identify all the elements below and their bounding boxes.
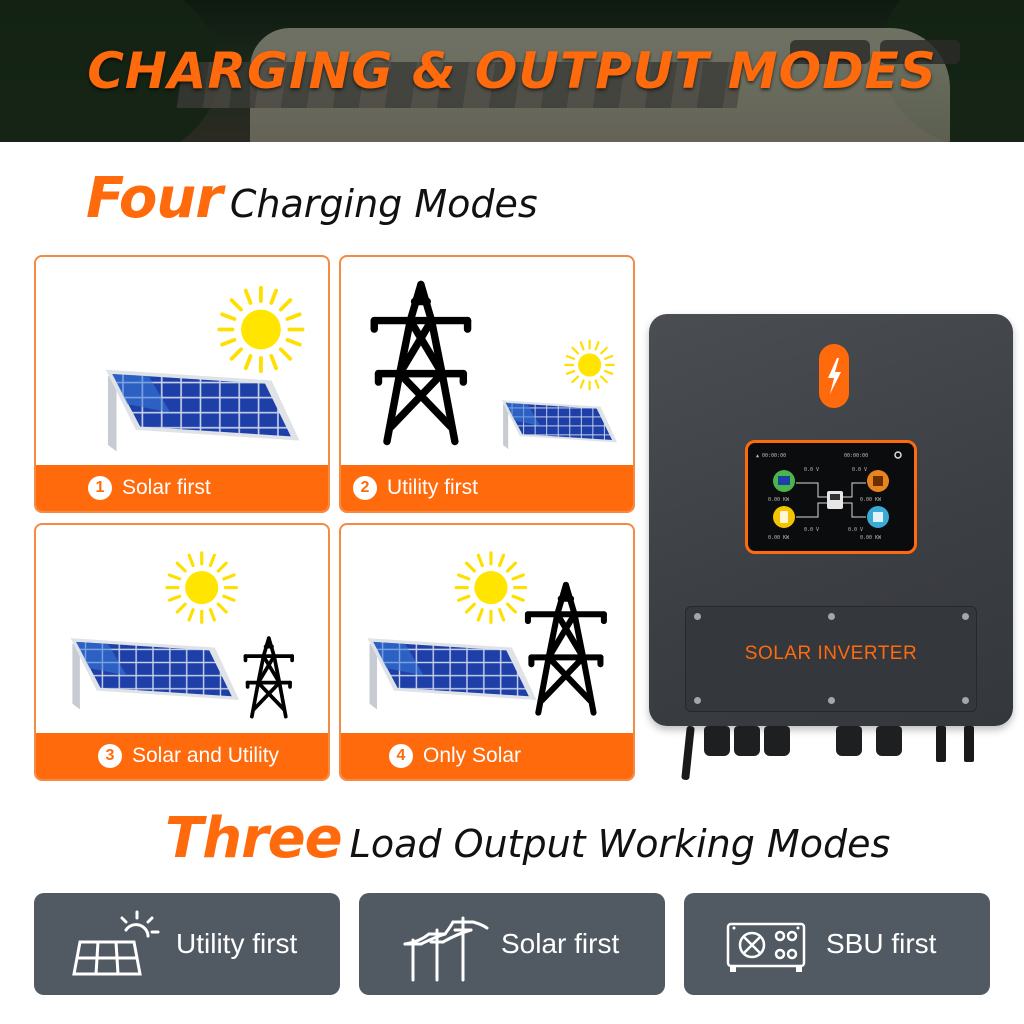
inverter-label: SOLAR INVERTER — [744, 643, 918, 664]
mode-label: Utility first — [387, 476, 478, 499]
svg-text:0.0 V: 0.0 V — [804, 527, 819, 533]
sun-icon — [217, 285, 305, 374]
energy-flow-diagram: ▲ 00:00:00 00:00:00 0.0 V 0.0 V 0.00 KW 0.0… — [756, 451, 902, 541]
output-mode-sbu-first[interactable]: SBU first — [684, 893, 990, 995]
sun-icon — [564, 339, 616, 391]
output-mode-solar-first[interactable]: Solar first — [359, 893, 665, 995]
solar-first-illustration — [105, 285, 305, 452]
cable-gland — [704, 726, 730, 756]
output-mode-label: Solar first — [501, 928, 620, 959]
charging-mode-card-only-solar[interactable]: 4 Only Solar — [339, 523, 635, 781]
rv-window — [790, 40, 870, 64]
screw — [694, 697, 701, 704]
utility-pole-icon — [403, 916, 489, 982]
card-footer: 2 Utility first — [341, 465, 633, 511]
output-mode-label: Utility first — [176, 928, 298, 959]
mode-label: Only Solar — [423, 744, 522, 767]
mode-number-badge: 2 — [353, 476, 377, 500]
card-footer: 1 Solar first — [36, 465, 328, 511]
solar-and-utility-illustration — [70, 551, 295, 719]
solar-panel-icon — [501, 400, 618, 449]
svg-text:00:00:00: 00:00:00 — [844, 453, 868, 459]
mode-number-badge: 3 — [98, 744, 122, 768]
only-solar-illustration — [367, 551, 633, 737]
svg-text:0.00 KW: 0.00 KW — [860, 497, 882, 503]
power-pylon-icon — [243, 636, 295, 719]
antenna — [681, 725, 695, 781]
banner-title: CHARGING & OUTPUT MODES — [87, 42, 937, 100]
svg-text:0.0 V: 0.0 V — [848, 527, 863, 533]
lightning-bolt-icon — [819, 344, 849, 408]
card-footer: 4 Only Solar — [341, 733, 633, 779]
solar-panel-icon — [105, 369, 300, 452]
rv-window — [880, 40, 960, 64]
solar-panel-icon — [367, 638, 537, 710]
charging-heading-text: Charging Modes — [229, 182, 538, 226]
charging-mode-card-utility-first[interactable]: 2 Utility first — [339, 255, 635, 513]
charging-heading-number: Four — [86, 166, 223, 231]
inverter-device-icon — [726, 922, 806, 972]
header-banner: CHARGING & OUTPUT MODES — [0, 0, 1024, 142]
svg-text:0.0 V: 0.0 V — [804, 467, 819, 473]
mode-label: Solar first — [122, 476, 211, 499]
output-heading-text: Load Output Working Modes — [349, 822, 891, 866]
cable-gland — [734, 726, 760, 756]
utility-first-illustration — [341, 257, 618, 449]
screw — [828, 697, 835, 704]
svg-text:0.00 KW: 0.00 KW — [768, 497, 790, 503]
power-pylon-icon — [528, 585, 604, 713]
inverter-terminal-cover: SOLAR INVERTER — [685, 606, 977, 712]
charging-mode-card-solar-and-utility[interactable]: 3 Solar and Utility — [34, 523, 330, 781]
screw — [962, 613, 969, 620]
solar-panel-sun-icon — [72, 910, 160, 976]
solar-inverter-device: ▲ 00:00:00 00:00:00 0.0 V 0.0 V 0.00 KW 0.0… — [649, 314, 1013, 726]
charging-mode-card-solar-first[interactable]: 1 Solar first — [34, 255, 330, 513]
svg-text:0.00 KW: 0.00 KW — [860, 535, 882, 541]
card-footer: 3 Solar and Utility — [36, 733, 328, 779]
output-mode-label: SBU first — [826, 928, 937, 959]
cable-gland — [876, 726, 902, 756]
mode-number-badge: 4 — [389, 744, 413, 768]
solar-panel-icon — [70, 638, 240, 710]
screw — [694, 613, 701, 620]
pv-connector — [936, 726, 946, 762]
pv-connector — [964, 726, 974, 762]
cable-gland — [836, 726, 862, 756]
output-mode-utility-first[interactable]: Utility first — [34, 893, 340, 995]
svg-text:▲ 00:00:00: ▲ 00:00:00 — [756, 453, 786, 459]
sun-icon — [165, 551, 239, 624]
power-pylon-icon — [374, 285, 467, 442]
sun-icon — [454, 551, 528, 624]
svg-text:0.0 V: 0.0 V — [852, 467, 867, 473]
inverter-display-screen: ▲ 00:00:00 00:00:00 0.0 V 0.0 V 0.00 KW 0.0… — [745, 440, 917, 554]
screw — [828, 613, 835, 620]
mode-number-badge: 1 — [88, 476, 112, 500]
cable-gland — [764, 726, 790, 756]
mode-label: Solar and Utility — [132, 744, 280, 767]
output-heading-number: Three — [165, 806, 343, 871]
svg-text:0.00 KW: 0.00 KW — [768, 535, 790, 541]
screw — [962, 697, 969, 704]
